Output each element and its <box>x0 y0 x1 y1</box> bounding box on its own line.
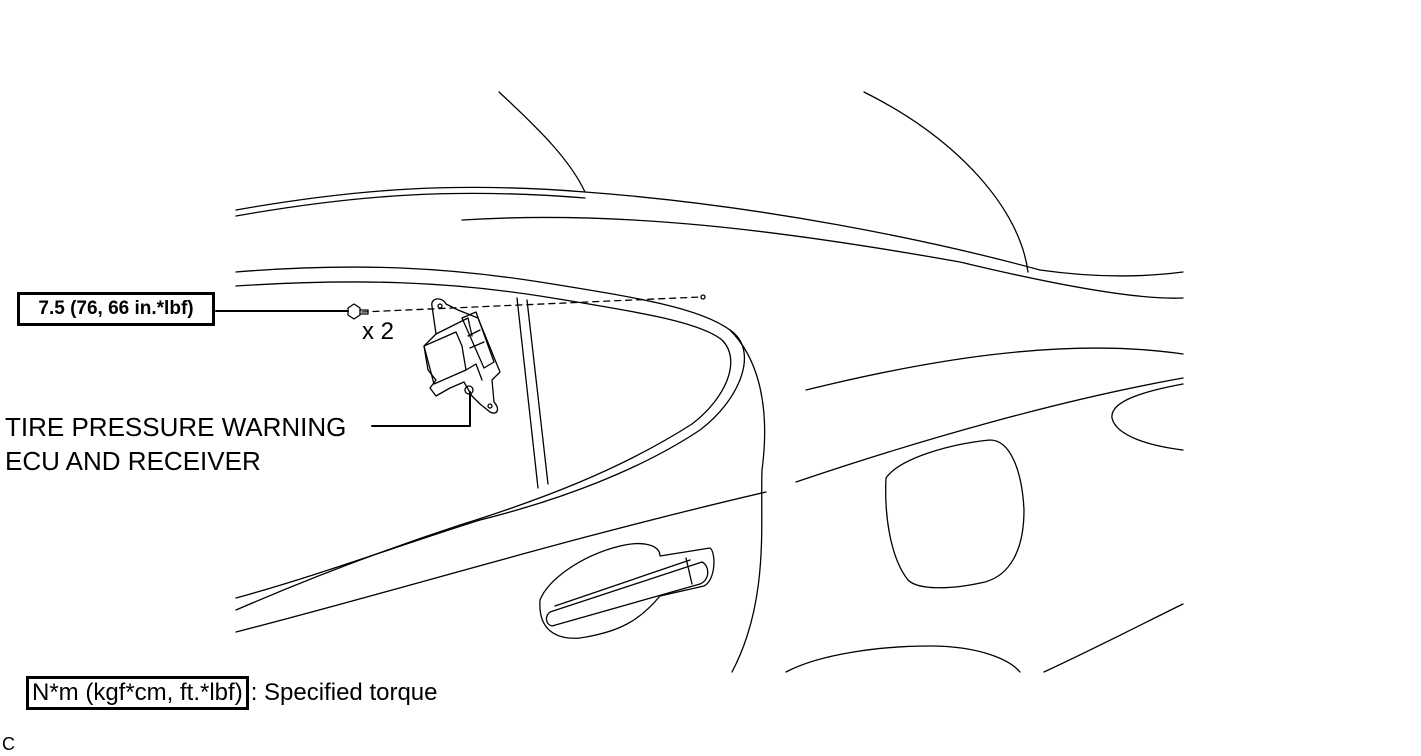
part-name-line2: ECU AND RECEIVER <box>5 446 261 476</box>
fuel-lid-icon <box>885 439 1025 589</box>
legend-description: : Specified torque <box>250 679 438 706</box>
install-dash-line <box>361 296 701 313</box>
part-name-label: TIRE PRESSURE WARNING ECU AND RECEIVER <box>5 410 346 478</box>
torque-legend: N*m (kgf*cm, ft.*lbf) : Specified torque <box>26 673 438 713</box>
ecu-receiver-icon <box>423 298 501 414</box>
part-name-line1: TIRE PRESSURE WARNING <box>5 412 347 442</box>
figure-code: C <box>2 734 15 754</box>
door-window-frame <box>235 266 766 673</box>
bolt-icon <box>347 303 369 320</box>
torque-spec-box: 7.5 (76, 66 in.*lbf) <box>17 292 215 326</box>
roof-lines <box>235 91 1184 299</box>
torque-spec-text: 7.5 (76, 66 in.*lbf) <box>38 298 194 319</box>
leader-lines <box>215 310 471 427</box>
door-handle-icon <box>539 542 715 639</box>
body-side-lines <box>235 347 1184 673</box>
legend-unit-box: N*m (kgf*cm, ft.*lbf) <box>26 676 249 710</box>
bolt-quantity: x 2 <box>362 318 395 345</box>
